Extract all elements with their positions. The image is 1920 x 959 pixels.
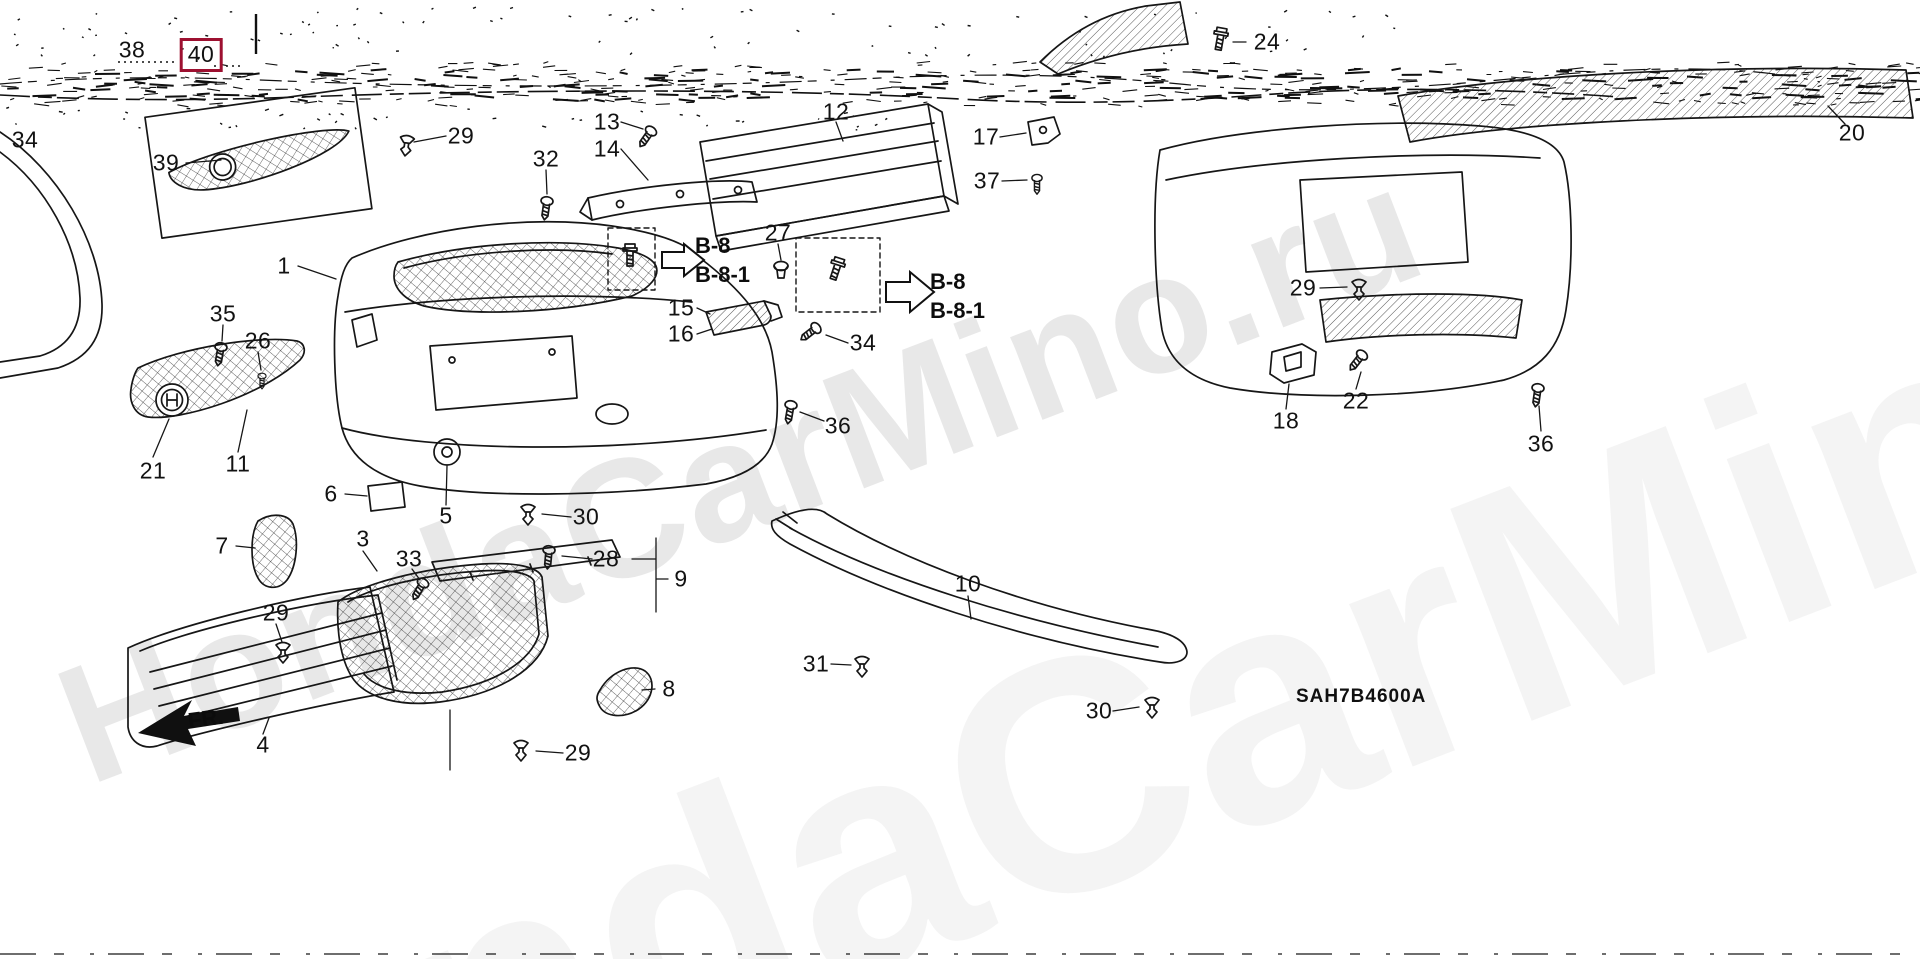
part-callout-36-24[interactable]: 36	[824, 412, 852, 439]
part-callout-8-37[interactable]: 8	[662, 675, 676, 702]
grille-blade	[129, 338, 306, 419]
part-callout-10-35[interactable]: 10	[954, 570, 982, 597]
reference-arrow-icons	[661, 241, 936, 315]
arrow-right-icon	[661, 241, 706, 279]
part-callout-29-20[interactable]: 29	[1289, 274, 1317, 301]
part-callout-7-30[interactable]: 7	[215, 532, 229, 559]
part-callout-30-39[interactable]: 30	[1085, 697, 1113, 724]
part-callout-3-31[interactable]: 3	[356, 525, 370, 552]
part-callout-16-18[interactable]: 16	[667, 320, 695, 347]
corner-grille-left	[251, 514, 298, 589]
front-spoiler	[770, 508, 1188, 664]
exploded-parts-drawing	[0, 1, 1914, 771]
part-callout-14-7[interactable]: 14	[593, 135, 621, 162]
leader-lines	[152, 41, 1846, 771]
part-callout-1-13[interactable]: 1	[277, 252, 291, 279]
part-callout-26-15[interactable]: 26	[244, 327, 272, 354]
part-callout-15-17[interactable]: 15	[667, 294, 695, 321]
part-callout-32-5[interactable]: 32	[532, 145, 560, 172]
part-callout-29-4[interactable]: 29	[447, 122, 475, 149]
grille-inset-box	[144, 86, 373, 239]
part-callout-28-33[interactable]: 28	[592, 545, 620, 572]
part-callout-22-22[interactable]: 22	[1342, 387, 1370, 414]
fr-direction-label: FR.	[186, 703, 225, 734]
part-callout-36-23[interactable]: 36	[1527, 430, 1555, 457]
part-callout-21-25[interactable]: 21	[139, 457, 167, 484]
dotted-leader	[118, 61, 240, 67]
part-callout-11-26[interactable]: 11	[225, 450, 251, 477]
arrow-right-icon	[885, 269, 936, 315]
part-callout-17-9[interactable]: 17	[972, 123, 1000, 150]
part-callout-38-0[interactable]: 38	[118, 36, 146, 63]
fender-fragment	[0, 151, 81, 363]
part-callout-29-40[interactable]: 29	[564, 739, 592, 766]
part-callout-34-19[interactable]: 34	[849, 329, 877, 356]
part-callout-12-8[interactable]: 12	[822, 98, 850, 125]
part-callout-27-16[interactable]: 27	[764, 219, 792, 246]
fastener-box	[607, 227, 656, 291]
part-callout-31-38[interactable]: 31	[802, 650, 830, 677]
part-callout-9-34[interactable]: 9	[674, 565, 688, 592]
part-callout-6-27[interactable]: 6	[324, 480, 338, 507]
corner-grille-right	[596, 667, 653, 717]
part-callout-30-29[interactable]: 30	[572, 503, 600, 530]
part-callout-4-41[interactable]: 4	[256, 731, 270, 758]
part-callout-33-32[interactable]: 33	[395, 545, 423, 572]
fr-arrow-icon	[138, 700, 240, 746]
part-callout-20-12[interactable]: 20	[1838, 119, 1866, 146]
part-callout-13-6[interactable]: 13	[593, 108, 621, 135]
diagram-code: SAH7B4600A	[1296, 686, 1427, 707]
part-callout-37-10[interactable]: 37	[973, 167, 1001, 194]
corner-bracket	[1027, 116, 1061, 146]
part-callout-18-21[interactable]: 18	[1272, 407, 1300, 434]
part-callout-40-1[interactable]: 40	[179, 38, 223, 72]
front-bumper	[333, 220, 779, 512]
part-callout-24-11[interactable]: 24	[1253, 28, 1281, 55]
fastener-box	[795, 237, 881, 313]
part-callout-35-14[interactable]: 35	[209, 300, 237, 327]
part-callout-5-28[interactable]: 5	[439, 502, 453, 529]
part-callout-39-3[interactable]: 39	[152, 149, 180, 176]
bumper-beam	[579, 103, 959, 252]
lower-grille	[127, 586, 398, 748]
part-callout-34-2[interactable]: 34	[11, 126, 39, 153]
part-callout-29-36[interactable]: 29	[262, 599, 290, 626]
side-bracket	[705, 300, 772, 336]
rear-bumper-assembly	[1039, 1, 1914, 397]
